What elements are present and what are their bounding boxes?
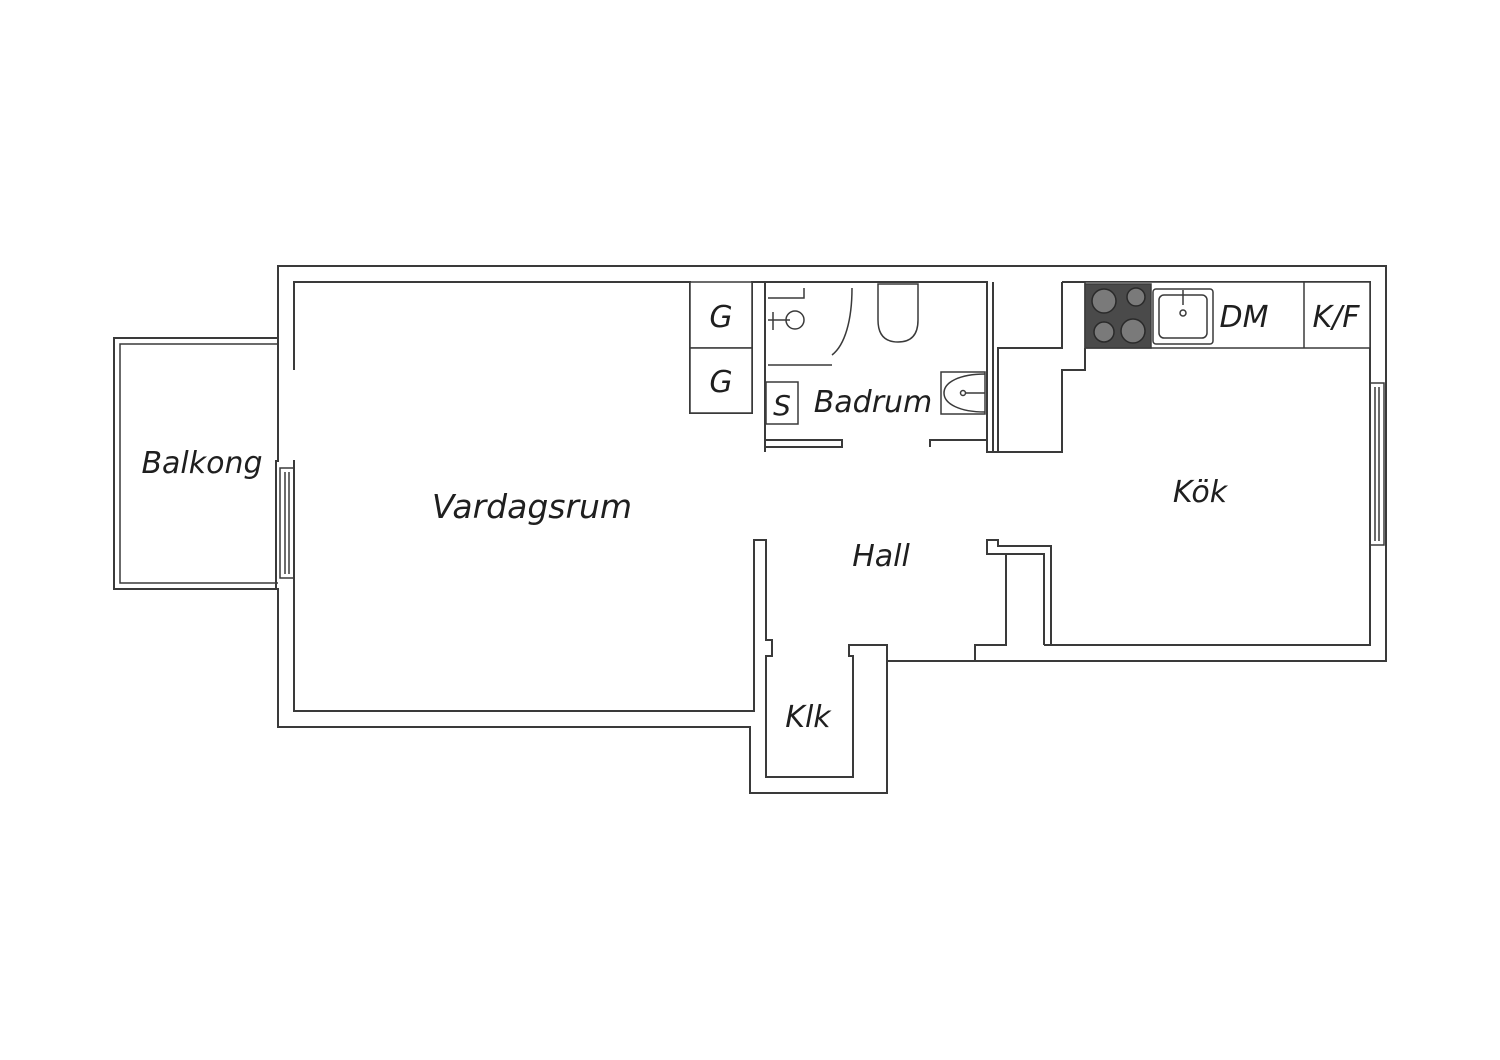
room-label-klk: Klk (785, 700, 832, 735)
badrum-walls (764, 281, 994, 452)
skap-box (765, 381, 799, 425)
kok-window (1369, 382, 1385, 546)
toilet (877, 283, 919, 343)
fixture-label-diskmaskin: DM (1220, 300, 1269, 335)
sink-outer (1152, 288, 1214, 345)
garderob-1-box (689, 281, 753, 349)
room-label-kok: Kök (1173, 475, 1229, 510)
fixture-label-garderob-1: G (709, 300, 732, 335)
balkong-outer (113, 337, 278, 590)
fixture-label-kyl-frys: K/F (1312, 300, 1360, 335)
room-label-hall: Hall (852, 539, 910, 574)
burner-2 (1126, 287, 1146, 307)
basin-drain (959, 389, 967, 397)
balkong-inner (119, 343, 278, 584)
sink-drain (1179, 309, 1187, 317)
burner-3 (1093, 321, 1115, 343)
room-label-vardagsrum: Vardagsrum (432, 487, 632, 526)
garderob-2-box (689, 347, 753, 414)
room-label-badrum: Badrum (814, 385, 933, 420)
burner-1 (1091, 288, 1117, 314)
balkong-door (279, 467, 295, 579)
kok-closet (974, 554, 1051, 661)
badrum-right-wall (986, 282, 1063, 453)
shower-curtain (768, 287, 853, 366)
burner-4 (1120, 318, 1146, 344)
outer-wall-outline (275, 265, 1387, 794)
basin-bowl (943, 373, 986, 413)
room-label-balkong: Balkong (141, 446, 262, 481)
fixture-label-skap: S (773, 389, 791, 422)
kok-step (998, 348, 1086, 453)
fixture-label-garderob-2: G (709, 365, 732, 400)
